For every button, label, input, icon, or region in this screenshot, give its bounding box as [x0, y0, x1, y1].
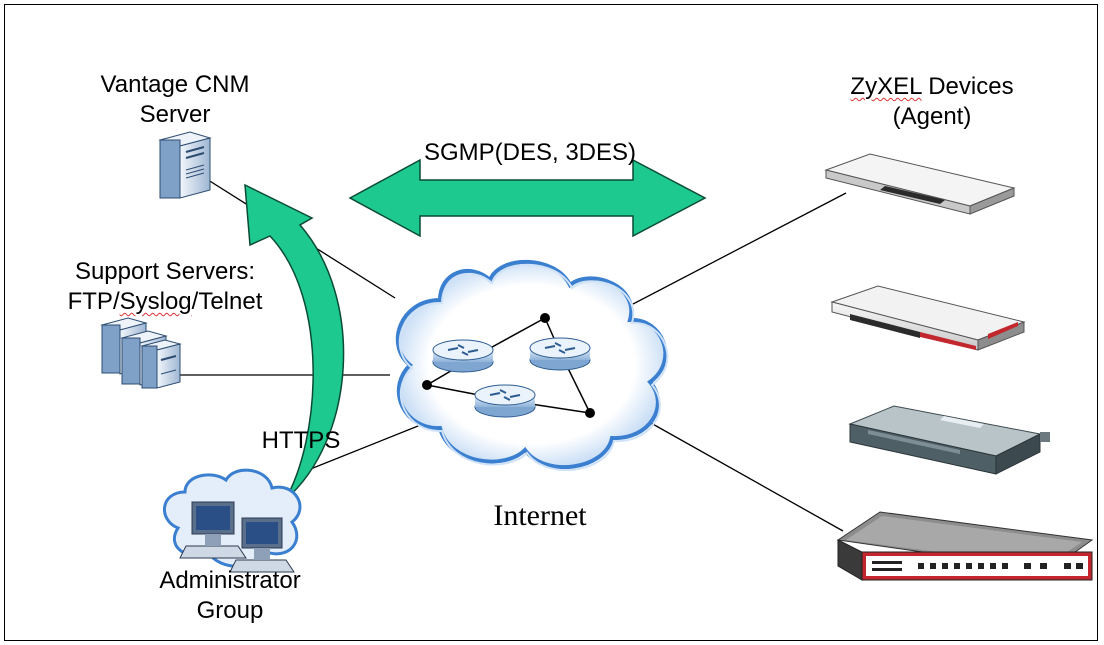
zyxel-device-3-icon: [848, 405, 1050, 475]
support-servers-label-line2: FTP/Syslog/Telnet: [40, 287, 290, 317]
telnet-word: /Telnet: [191, 288, 263, 315]
mesh-nodes: [422, 313, 595, 418]
https-label-text: HTTPS: [261, 427, 341, 454]
zyxel-devices-label-line2: (Agent): [892, 103, 972, 130]
link-internet-to-device-4: [641, 417, 844, 532]
server-tower-icon: [158, 131, 212, 199]
router-icon: [474, 384, 536, 418]
admin-group-label-line1: Administrator: [159, 567, 301, 594]
admin-workstations-icon: [162, 468, 302, 573]
zyxel-device-2-icon: [830, 285, 1026, 351]
sgmp-label-text: SGMP(DES, 3DES): [423, 139, 637, 166]
router-icon: [432, 339, 494, 373]
cnm-server-label-line2: Server: [139, 101, 211, 128]
https-curved-arrow: [244, 183, 345, 501]
server-group-icon: [100, 317, 182, 389]
link-internet-to-device-1: [632, 192, 847, 305]
link-admin-to-internet: [297, 419, 434, 475]
support-servers-label-line1: Support Servers:: [74, 258, 256, 285]
zyxel-device-4-icon: [836, 511, 1094, 581]
connection-lines: [180, 177, 847, 532]
admin-group-label: Administrator Group: [130, 566, 330, 626]
zyxel-device-1-icon: [824, 153, 1016, 215]
admin-group-label-line2: Group: [196, 597, 264, 624]
zyxel-word: ZyXEL: [850, 73, 922, 100]
internet-label: Internet: [460, 498, 620, 534]
ftp-word: FTP/: [67, 288, 120, 315]
sgmp-label: SGMP(DES, 3DES): [400, 138, 660, 168]
zyxel-devices-label: ZyXEL Devices (Agent): [812, 72, 1052, 132]
cnm-server-label-line1: Vantage CNM: [100, 71, 250, 98]
zyxel-devices-label-line1: ZyXEL Devices: [812, 72, 1052, 102]
cnm-server-label: Vantage CNM Server: [70, 70, 280, 130]
internet-label-text: Internet: [493, 499, 587, 532]
syslog-word: Syslog: [119, 288, 192, 315]
internet-cloud: [395, 259, 669, 472]
sgmp-double-arrow: [348, 158, 707, 238]
support-servers-label: Support Servers: FTP/Syslog/Telnet: [40, 257, 290, 317]
router-icon: [529, 337, 591, 371]
devices-word: Devices: [921, 73, 1014, 100]
https-label: HTTPS: [246, 426, 356, 456]
